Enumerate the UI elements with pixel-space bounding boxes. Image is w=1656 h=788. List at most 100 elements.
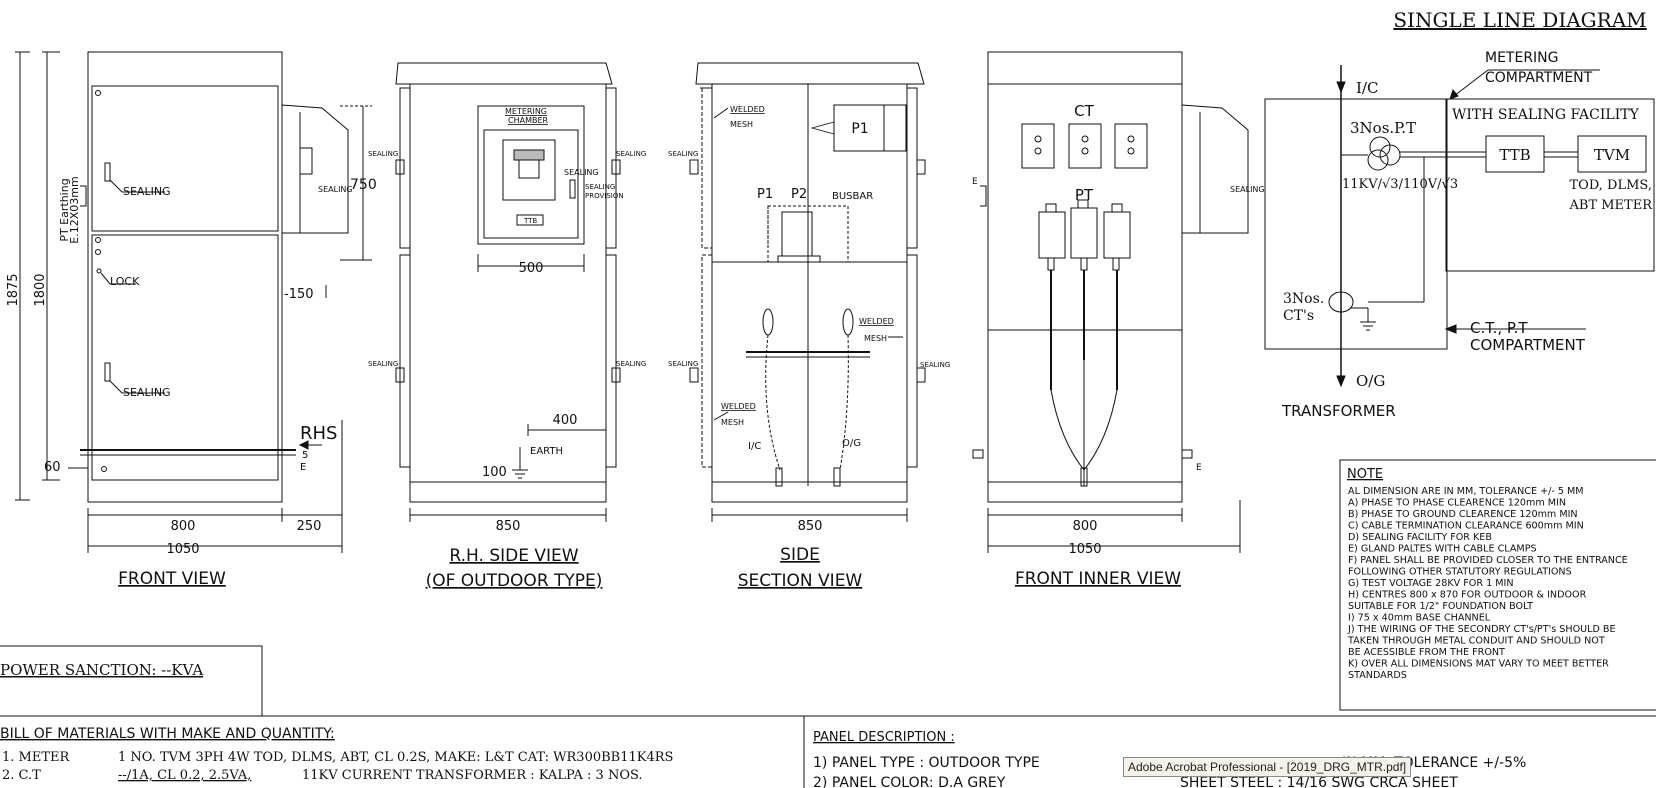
sld-ratio-label: 11KV/√3/110V/√3 <box>1342 177 1458 192</box>
dim-1050: 1050 <box>166 542 199 557</box>
bom-row2-ct-rating: --/1A, CL 0.2, 2.5VA, <box>118 768 251 783</box>
welded-mesh-mid-l1: WELDED <box>859 317 894 326</box>
welded-mesh-mid-l2: MESH <box>864 334 887 343</box>
pt-earthing-size: E.12X03mm <box>68 176 81 243</box>
dim-850-rh: 850 <box>496 519 521 534</box>
panel-right-2: SHEET STEEL : 14/16 SWG CRCA SHEET <box>1180 775 1458 788</box>
metering-compartment-l1: METERING <box>1485 50 1559 66</box>
inner-e-right: E <box>1196 463 1202 473</box>
welded-mesh-top-l1: WELDED <box>730 105 765 114</box>
sealing-label-meter: SEALING <box>564 168 599 177</box>
ct-label: CT <box>1074 102 1094 120</box>
front-view <box>15 51 372 553</box>
side-section-view <box>689 62 926 522</box>
rh-side-view <box>395 62 621 522</box>
welded-mesh-bot-l2: MESH <box>721 418 744 427</box>
pt-label: PT <box>1075 186 1094 204</box>
earth-mark: E <box>300 462 306 473</box>
bottom-tables <box>0 645 1656 788</box>
sld-ic-label: I/C <box>1356 79 1378 97</box>
sec-sealing-3: SEALING <box>920 361 950 369</box>
section-caption-2: SECTION VIEW <box>738 571 863 591</box>
dim-5: 5 <box>302 450 308 461</box>
note-line: SUITABLE FOR 1/2" FOUNDATION BOLT <box>1348 601 1533 612</box>
note-line: H) CENTRES 800 x 870 FOR OUTDOOR & INDOO… <box>1348 590 1587 601</box>
note-line: AL DIMENSION ARE IN MM, TOLERANCE +/- 5 … <box>1348 486 1584 497</box>
rh-caption-1: R.H. SIDE VIEW <box>449 546 578 566</box>
og-cable-label: O/G <box>842 438 861 449</box>
section-caption-1: SIDE <box>780 545 820 565</box>
busbar-label: BUSBAR <box>832 191 873 202</box>
dim-400: 400 <box>553 413 578 428</box>
rh-caption-2: (OF OUTDOOR TYPE) <box>426 571 603 591</box>
rh-sealing-3: SEALING <box>368 360 398 368</box>
p1-box-label: P1 <box>851 121 868 137</box>
lock-label: LOCK <box>110 275 140 288</box>
dim-800: 800 <box>171 519 196 534</box>
pt-earthing-label: PT Earthing <box>58 178 71 241</box>
rhs-label: RHS <box>300 423 337 444</box>
dim-1875: 1875 <box>6 273 21 306</box>
note-line: I) 75 x 40mm BASE CHANNEL <box>1348 613 1491 624</box>
ttb-small-label: TTB <box>523 217 537 225</box>
dim-1800: 1800 <box>33 273 48 306</box>
welded-mesh-bot-l1: WELDED <box>721 402 756 411</box>
note-line: TAKEN THROUGH METAL CONDUIT AND SHOULD N… <box>1347 636 1605 647</box>
ctpt-compartment-l1: C.T., P.T <box>1470 319 1528 337</box>
dim-850-sec: 850 <box>798 519 823 534</box>
note-line: D) SEALING FACILITY FOR KEB <box>1348 532 1492 543</box>
inner-dim-1050: 1050 <box>1068 542 1101 557</box>
metering-chamber-l1: METERING <box>505 107 547 116</box>
sld-pt-label: 3Nos.P.T <box>1350 119 1416 137</box>
note-line: BE ACESSIBLE FROM THE FRONT <box>1348 647 1505 658</box>
sealing-label-bottom: SEALING <box>123 386 171 399</box>
sld-ct-l2: CT's <box>1283 308 1314 324</box>
earth-label: EARTH <box>530 446 563 457</box>
panel-desc-title: PANEL DESCRIPTION : <box>813 730 955 745</box>
sealing-provision-l1: SEALING <box>585 183 615 191</box>
metering-chamber-l2: CHAMBER <box>508 116 549 125</box>
inner-e-left: E <box>972 177 978 187</box>
inner-caption: FRONT INNER VIEW <box>1015 569 1181 589</box>
bom-row2-no: 2. C.T <box>2 768 41 783</box>
dim-250: 250 <box>297 519 322 534</box>
power-sanction: POWER SANCTION: --KVA <box>0 661 203 679</box>
note-line: FOLLOWING OTHER STATUTORY REGULATIONS <box>1348 567 1572 578</box>
note-line: F) PANEL SHALL BE PROVIDED CLOSER TO THE… <box>1348 555 1628 566</box>
dim-500: 500 <box>519 261 544 276</box>
metering-compartment-l2: COMPARTMENT <box>1485 70 1593 86</box>
panel-line-2: 2) PANEL COLOR: D.A GREY <box>813 775 1006 788</box>
note-line: E) GLAND PALTES WITH CABLE CLAMPS <box>1348 544 1537 555</box>
dim-150: -150 <box>284 287 314 302</box>
front-inner-view <box>972 51 1249 553</box>
sec-sealing-2: SEALING <box>668 360 698 368</box>
note-lines: AL DIMENSION ARE IN MM, TOLERANCE +/- 5 … <box>1347 486 1628 681</box>
note-line: G) TEST VOLTAGE 28KV FOR 1 MIN <box>1348 578 1514 589</box>
bom-row1-text: 1 NO. TVM 3PH 4W TOD, DLMS, ABT, CL 0.2S… <box>118 750 673 765</box>
sealing-facility-label: WITH SEALING FACILITY <box>1452 107 1640 123</box>
p1-label: P1 <box>757 187 773 202</box>
welded-mesh-top-l2: MESH <box>730 120 753 129</box>
note-line: STANDARDS <box>1348 670 1407 681</box>
panel-line-1: 1) PANEL TYPE : OUTDOOR TYPE <box>813 755 1040 771</box>
inner-dim-800: 800 <box>1073 519 1098 534</box>
sealing-label-top: SEALING <box>123 185 171 198</box>
note-line: B) PHASE TO GROUND CLEARENCE 120mm MIN <box>1348 509 1578 520</box>
note-line: C) CABLE TERMINATION CLEARANCE 600mm MIN <box>1348 521 1584 532</box>
dim-60: 60 <box>44 460 61 475</box>
rh-sealing-4: SEALING <box>616 360 646 368</box>
transformer-label: TRANSFORMER <box>1281 402 1396 420</box>
note-box <box>1339 459 1656 711</box>
meter-type-l1: TOD, DLMS, <box>1570 178 1653 193</box>
sealing-label-side: SEALING <box>318 185 353 194</box>
front-view-caption: FRONT VIEW <box>118 569 226 589</box>
dim-750: 750 <box>350 177 377 193</box>
acrobat-tooltip: Adobe Acrobat Professional - [2019_DRG_M… <box>1123 757 1412 777</box>
sld-title: SINGLE LINE DIAGRAM <box>1393 8 1646 32</box>
ic-cable-label: I/C <box>748 441 761 452</box>
sld-og-label: O/G <box>1356 372 1385 390</box>
note-line: J) THE WIRING OF THE SECONDRY CT's/PT's … <box>1347 624 1616 635</box>
note-title: NOTE <box>1347 467 1383 482</box>
tvm-label: TVM <box>1594 146 1630 164</box>
